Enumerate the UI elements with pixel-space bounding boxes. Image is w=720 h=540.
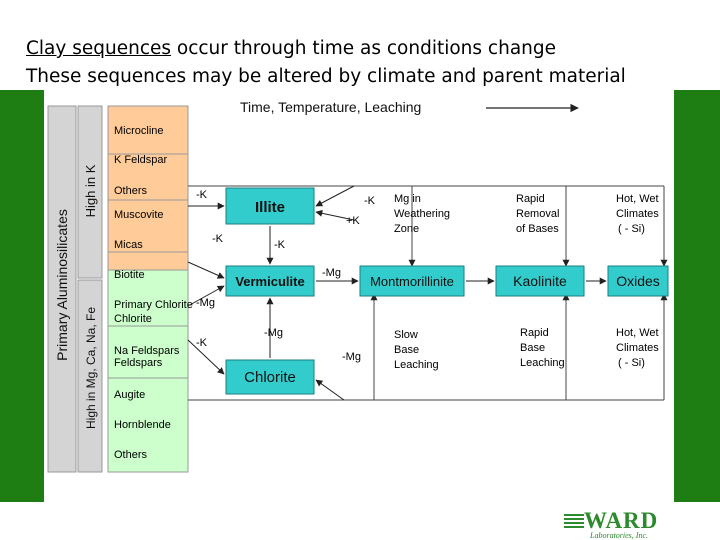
svg-text:Climates: Climates (616, 342, 659, 354)
mineral-hornblende: Hornblende (114, 419, 171, 431)
note-rapid-removal: Rapid Removal of Bases (516, 193, 559, 235)
svg-text:Weathering: Weathering (394, 208, 450, 220)
header-line-2: These sequences may be altered by climat… (26, 66, 626, 87)
svg-text:of Bases: of Bases (516, 223, 559, 235)
logo-subtitle: Laboratories, Inc. (590, 531, 648, 540)
oxides-label: Oxides (616, 273, 660, 289)
high-mg-strip (77, 279, 103, 473)
clay-sequence-diagram: Primary Aluminosilicates High in K High … (47, 99, 669, 473)
svg-text:Rapid: Rapid (520, 327, 549, 339)
mineral-micas: Micas (114, 239, 143, 251)
svg-text:Base: Base (520, 342, 545, 354)
mineral-chlorite-word: Chlorite (114, 313, 152, 325)
clay-sequences-link[interactable]: Clay sequences (26, 38, 172, 59)
svg-text:Hot, Wet: Hot, Wet (616, 193, 659, 205)
mineral-primary: Primary Chlorite (114, 299, 193, 311)
logo-stripes-icon (564, 514, 584, 528)
mineral-feldspars-word: Feldspars (114, 357, 163, 369)
mineral-muscovite: Muscovite (114, 209, 164, 221)
illite-box (225, 187, 315, 225)
arrow-label-minus-k-3: -K (212, 233, 224, 245)
header-line-1: Clay sequences occur through time as con… (26, 38, 556, 59)
arrow-label-minus-k-2: -K (364, 195, 376, 207)
arrow-label-minus-mg-1: -Mg (322, 267, 341, 279)
svg-text:( - Si): ( - Si) (618, 223, 645, 235)
note-mg-weathering: Mg in Weathering Zone (394, 193, 450, 235)
mineral-microcline: Microcline (114, 125, 164, 137)
primary-aluminosilicates-strip (47, 105, 77, 473)
note-hot-wet-top: Hot, Wet Climates ( - Si) (616, 193, 659, 235)
vermiculite-label: Vermiculite (235, 274, 304, 289)
mineral-augite: Augite (114, 389, 145, 401)
high-in-mg-label: High in Mg, Ca, Na, Fe (84, 307, 98, 429)
kaolinite-box (495, 265, 585, 297)
high-in-k-label: High in K (83, 164, 98, 217)
svg-text:Mg in: Mg in (394, 193, 421, 205)
high-k-strip (77, 105, 103, 279)
arrow-label-minus-mg-2: -Mg (196, 297, 215, 309)
svg-text:Climates: Climates (616, 208, 659, 220)
high-k-mineral-column (107, 105, 189, 287)
chlorite-label: Chlorite (244, 369, 296, 386)
arrow-label-minus-k-4: -K (274, 239, 286, 251)
svg-text:Slow: Slow (394, 329, 418, 341)
slide-header: Clay sequences occur through time as con… (0, 0, 720, 90)
mineral-biotite: Biotite (114, 269, 145, 281)
arrow-label-minus-k-1: -K (196, 189, 208, 201)
chlorite-box (225, 359, 315, 395)
mineral-others-1: Others (114, 185, 148, 197)
mineral-k-feldspar: K Feldspar (114, 154, 168, 166)
mineral-others-2: Others (114, 449, 148, 461)
top-arrow-label: Time, Temperature, Leaching (240, 99, 421, 115)
svg-text:Zone: Zone (394, 223, 419, 235)
svg-text:Hot, Wet: Hot, Wet (616, 327, 659, 339)
montmorillinite-box (359, 265, 465, 297)
svg-text:Rapid: Rapid (516, 193, 545, 205)
svg-text:Removal: Removal (516, 208, 559, 220)
high-mg-mineral-column (107, 269, 189, 473)
montmorillinite-label: Montmorillinite (370, 274, 454, 289)
svg-text:Leaching: Leaching (520, 357, 565, 369)
svg-text:( - Si): ( - Si) (618, 357, 645, 369)
note-rapid-base: Rapid Base Leaching (520, 327, 565, 369)
footer (0, 503, 720, 540)
arrow-label-minus-mg-4: -Mg (342, 351, 361, 363)
primary-aluminosilicates-label: Primary Aluminosilicates (54, 209, 70, 361)
svg-text:Base: Base (394, 344, 419, 356)
mineral-na-feldspars: Na Feldspars (114, 345, 180, 357)
ward-logo: WARD Laboratories, Inc. (560, 508, 680, 540)
note-slow-base: Slow Base Leaching (394, 329, 439, 371)
arrow-label-minus-mg-3: -Mg (264, 327, 283, 339)
header-line-1-rest: occur through time as conditions change (171, 38, 557, 59)
note-hot-wet-bottom: Hot, Wet Climates ( - Si) (616, 327, 659, 369)
svg-text:Leaching: Leaching (394, 359, 439, 371)
arrow-label-plus-k: +K (346, 215, 360, 227)
arrow-label-minus-k-5: -K (196, 337, 208, 349)
oxides-box (607, 265, 669, 297)
diagram-panel: Primary Aluminosilicates High in K High … (44, 90, 674, 504)
kaolinite-label: Kaolinite (513, 273, 567, 289)
vermiculite-box (225, 265, 315, 297)
illite-label: Illite (255, 199, 285, 216)
logo-name: WARD (584, 508, 659, 533)
